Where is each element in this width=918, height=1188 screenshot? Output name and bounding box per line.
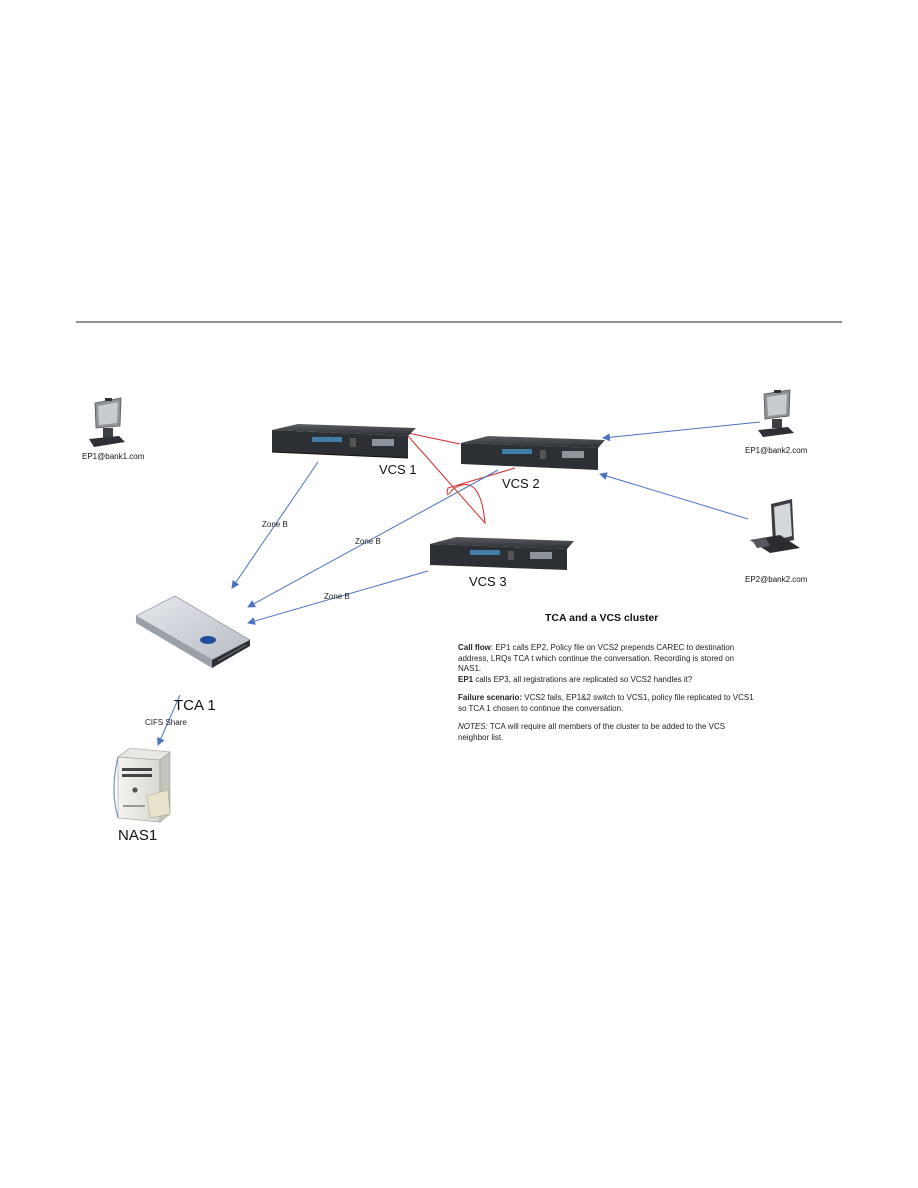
tca1-label: TCA 1: [174, 697, 216, 714]
ep1-bank1-label: EP1@bank1.com: [82, 452, 145, 461]
nas1-server-icon: [113, 747, 171, 823]
zone-b-label-2: Zone B: [355, 537, 381, 546]
zone-b-label-3: Zone B: [324, 592, 350, 601]
call-flow-text: : EP1 calls EP2, Policy file on VCS2 pre…: [458, 643, 735, 673]
call-flow-label: Call flow: [458, 643, 491, 652]
ep1-text: calls EP3, all registrations are replica…: [473, 674, 693, 684]
ep1-bank1-endpoint-icon: [89, 397, 125, 447]
call-flow-paragraph: Call flow: EP1 calls EP2, Policy file on…: [458, 643, 758, 685]
ep1-label: EP1: [458, 674, 474, 684]
ep1-bank2-endpoint-icon: [758, 389, 794, 437]
cifs-share-label: CIFS Share: [145, 718, 187, 727]
notes-label: NOTES:: [458, 722, 488, 731]
zone-links: [157, 421, 761, 746]
vcs3-label: VCS 3: [469, 574, 507, 589]
failure-label: Failure scenario:: [458, 693, 523, 702]
ep2-bank2-endpoint-icon: [750, 499, 800, 553]
ep1-bank2-label: EP1@bank2.com: [745, 446, 808, 455]
vcs3-server-icon: [430, 537, 574, 570]
ep2-bank2-label: EP2@bank2.com: [745, 575, 808, 584]
vcs1-server-icon: [271, 424, 416, 459]
notes-title: TCA and a VCS cluster: [545, 612, 659, 624]
tca1-server-icon: [135, 595, 251, 668]
nas1-label: NAS1: [118, 827, 158, 844]
vcs2-label: VCS 2: [502, 476, 540, 491]
vcs2-server-icon: [461, 436, 605, 470]
notes-block: Call flow: EP1 calls EP2, Policy file on…: [458, 643, 758, 751]
vcs1-label: VCS 1: [379, 462, 417, 477]
cluster-links: [407, 432, 516, 525]
failure-paragraph: Failure scenario: VCS2 fails, EP1&2 swit…: [458, 693, 758, 714]
failure-text: VCS2 fails, EP1&2 switch to VCS1, policy…: [458, 693, 754, 713]
zone-b-label-1: Zone B: [262, 520, 288, 529]
notes-text: TCA will require all members of the clus…: [458, 722, 726, 742]
notes-paragraph: NOTES: TCA will require all members of t…: [458, 722, 758, 743]
